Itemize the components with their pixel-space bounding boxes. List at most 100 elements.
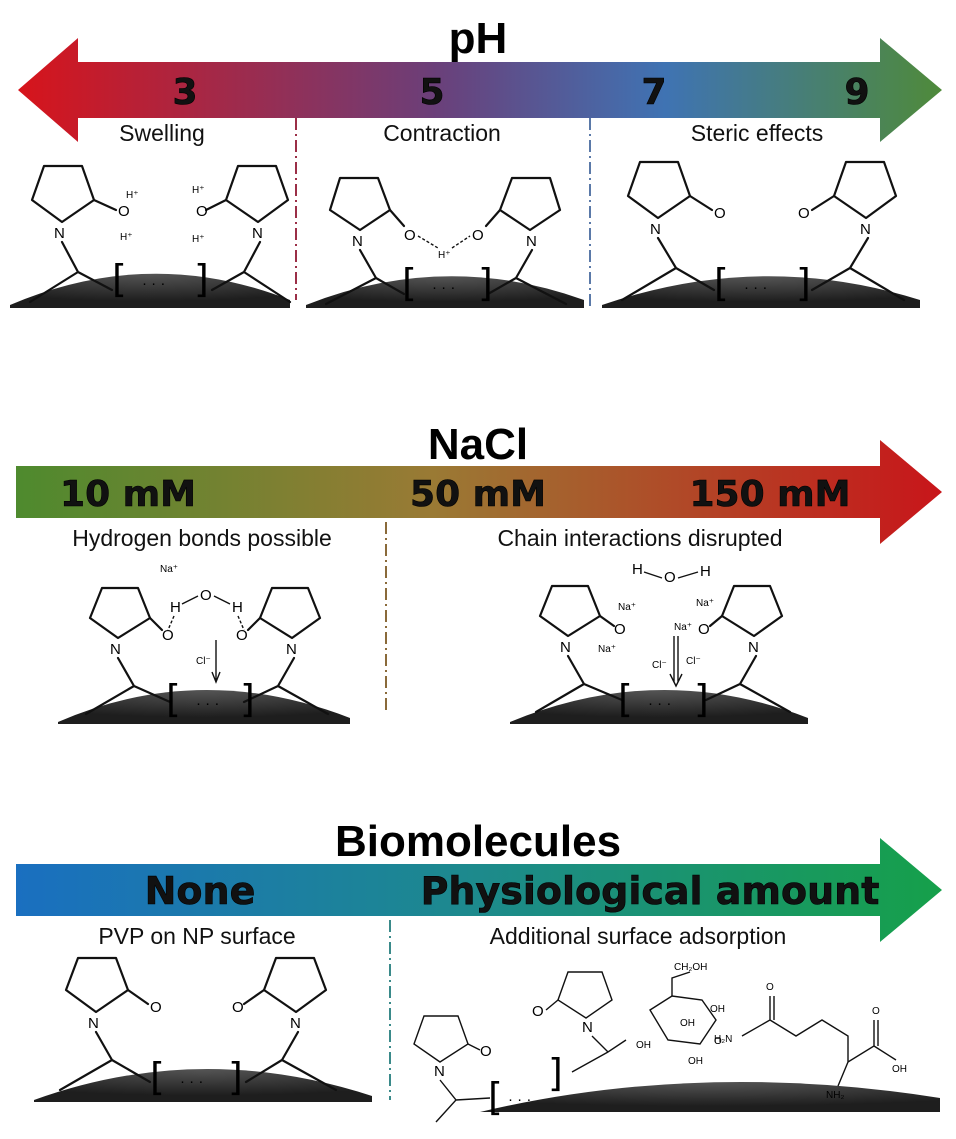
- svg-text:]: ]: [548, 1051, 563, 1095]
- repeat-ellipsis: · · ·: [180, 1073, 203, 1090]
- bio-value-physiological: Physiological amount: [421, 869, 880, 913]
- svg-text:[: [: [402, 261, 417, 305]
- water-molecule: H O H: [167, 587, 245, 631]
- ph-value-9: 9: [844, 72, 869, 113]
- pvp-unit-right: O N: [472, 176, 568, 306]
- oxygen-label: O: [714, 205, 726, 222]
- nitrogen-label: N: [582, 1019, 593, 1036]
- pvp-unit-left: O N: [413, 1015, 492, 1123]
- nacl-panel-disrupted: O N O N H O H Na⁺ Na⁺ Na⁺ Na⁺ Cl⁻ Cl: [510, 561, 808, 724]
- oxygen-label: O: [232, 999, 244, 1016]
- oxygen-label: O: [480, 1043, 492, 1060]
- repeat-ellipsis: · · ·: [508, 1091, 531, 1108]
- np-surface: [602, 276, 920, 308]
- oxygen-label: O: [162, 627, 174, 644]
- nitrogen-label: N: [290, 1015, 301, 1032]
- svg-text:OH: OH: [680, 1018, 695, 1029]
- np-surface: [10, 273, 290, 308]
- svg-text:[: [: [714, 261, 729, 305]
- pvp-unit-left: O N: [534, 584, 626, 714]
- proton-label: H⁺: [120, 232, 133, 243]
- sodium-ion-label: Na⁺: [598, 644, 616, 655]
- svg-text:O: O: [872, 1006, 880, 1017]
- oxygen-label: O: [236, 627, 248, 644]
- nitrogen-label: N: [748, 639, 759, 656]
- ph-label-contraction: Contraction: [383, 120, 501, 146]
- repeat-ellipsis: · · ·: [196, 695, 219, 712]
- pvp-unit-left: O N: [620, 160, 726, 302]
- pvp-unit-left: O N: [324, 176, 416, 306]
- ph-value-5: 5: [419, 72, 444, 113]
- proton-label: H⁺: [192, 234, 205, 245]
- svg-text:H: H: [700, 563, 711, 580]
- svg-text:H: H: [170, 599, 181, 616]
- nitrogen-label: N: [54, 225, 65, 242]
- svg-text:]: ]: [694, 677, 709, 721]
- nitrogen-label: N: [286, 641, 297, 658]
- repeat-ellipsis: · · ·: [648, 695, 671, 712]
- nitrogen-label: N: [526, 233, 537, 250]
- pvp-unit-left: O N: [84, 586, 174, 716]
- svg-text:O: O: [664, 569, 676, 586]
- bio-panel-pvp: O N O N [ · · · ]: [34, 956, 372, 1102]
- ph-panel-steric: O N O N [ · · · ]: [602, 160, 920, 308]
- nacl-section: NaCl 10 mM 50 mM 150 mM Hydrogen bonds p…: [16, 420, 942, 724]
- np-surface: [34, 1068, 372, 1102]
- sodium-ion-label: Na⁺: [160, 564, 178, 575]
- oxygen-label: O: [118, 203, 130, 220]
- bio-label-adsorption: Additional surface adsorption: [490, 923, 787, 949]
- pvp-unit-right: O N: [798, 160, 906, 302]
- nacl-value-50mm: 50 mM: [410, 474, 546, 515]
- nacl-panel-hbonds: O N O N H O H Na⁺ Cl⁻ [ · · ·: [58, 564, 350, 724]
- oxygen-label: O: [472, 227, 484, 244]
- nacl-title: NaCl: [428, 420, 528, 469]
- pvp-unit-right: O N: [698, 584, 792, 714]
- svg-text:]: ]: [796, 261, 811, 305]
- svg-text:H: H: [232, 599, 243, 616]
- nitrogen-label: N: [434, 1063, 445, 1080]
- np-surface: [510, 689, 808, 724]
- np-surface: [480, 1081, 940, 1112]
- svg-text:NH₂: NH₂: [826, 1090, 844, 1101]
- sodium-ion-label: Na⁺: [674, 622, 692, 633]
- pvp-unit-right: O N: [232, 956, 338, 1092]
- ph-value-3: 3: [172, 72, 197, 113]
- svg-text:[: [: [166, 677, 181, 721]
- svg-text:CH₂OH: CH₂OH: [674, 962, 707, 973]
- ph-section: pH 3 5 7 9 Swelling Contraction Steric e…: [10, 14, 942, 310]
- nacl-label-disrupted: Chain interactions disrupted: [497, 525, 782, 551]
- nacl-label-hbonds: Hydrogen bonds possible: [72, 525, 332, 551]
- nitrogen-label: N: [352, 233, 363, 250]
- bio-panel-adsorption: O N O N [ · · · ] CH₂OH OH OH OH OH: [413, 962, 940, 1123]
- svg-text:H: H: [632, 561, 643, 578]
- proton-label: H⁺: [126, 190, 139, 201]
- nitrogen-label: N: [560, 639, 571, 656]
- svg-text:O: O: [200, 587, 212, 604]
- oxygen-label: O: [196, 203, 208, 220]
- oxygen-label: O: [798, 205, 810, 222]
- bio-arrow: [16, 838, 942, 942]
- ph-title: pH: [449, 14, 508, 63]
- ph-value-7: 7: [641, 72, 666, 113]
- chloride-ion-label: Cl⁻: [196, 656, 211, 667]
- svg-text:]: ]: [240, 677, 255, 721]
- oxygen-label: O: [404, 227, 416, 244]
- nitrogen-label: N: [88, 1015, 99, 1032]
- oxygen-label: O: [150, 999, 162, 1016]
- pvp-unit-left: O N: [58, 956, 162, 1092]
- bio-title: Biomolecules: [335, 817, 621, 866]
- svg-text:]: ]: [228, 1055, 243, 1099]
- svg-text:[: [: [618, 677, 633, 721]
- chloride-ion-label: Cl⁻: [686, 656, 701, 667]
- nacl-value-150mm: 150 mM: [689, 474, 850, 515]
- np-surface: [306, 276, 584, 308]
- ph-panel-contraction: O N O N H⁺ [ · · · ]: [306, 176, 584, 308]
- svg-text:]: ]: [478, 261, 493, 305]
- svg-text:[: [: [112, 257, 127, 301]
- sodium-ion-label: Na⁺: [618, 602, 636, 613]
- svg-text:OH: OH: [892, 1064, 907, 1075]
- nacl-arrow: [16, 440, 942, 544]
- oxygen-label: O: [614, 621, 626, 638]
- pvp-unit-raised: O N: [532, 971, 627, 1073]
